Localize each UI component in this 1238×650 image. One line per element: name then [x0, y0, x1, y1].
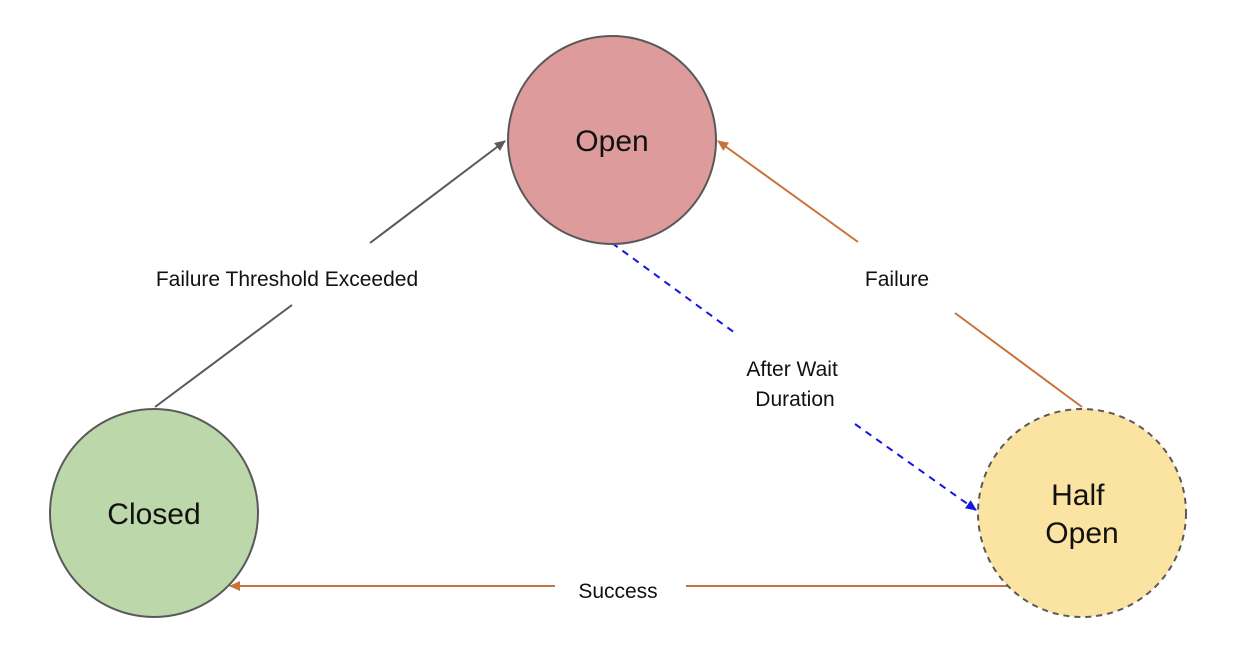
- edge-closed-to-open-line-lower: [154, 304, 293, 408]
- state-closed-label: Closed: [107, 498, 200, 531]
- edge-closed-to-open-line-upper: [369, 140, 506, 244]
- state-open-circle: [507, 35, 717, 245]
- edge-open-to-half-open: [611, 242, 977, 511]
- edge-half-open-to-open-line-lower: [954, 312, 1083, 408]
- label-after-wait-duration-line1: After Wait: [746, 358, 838, 381]
- label-after-wait-duration-line2: Duration: [755, 388, 834, 411]
- state-open-label: Open: [575, 125, 648, 158]
- edge-closed-to-open: [154, 140, 506, 408]
- edge-open-to-half-open-line-lower: [854, 423, 977, 511]
- label-failure-threshold-exceeded: Failure Threshold Exceeded: [156, 268, 418, 291]
- state-half-open: Half Open: [977, 408, 1187, 618]
- state-open: Open: [507, 35, 717, 245]
- state-half-open-label: Half Open: [1045, 479, 1118, 550]
- edge-half-open-to-open: [717, 140, 1083, 408]
- state-half-open-label-line1: Half: [1051, 479, 1105, 512]
- label-success: Success: [578, 580, 657, 603]
- state-closed: Closed: [49, 408, 259, 618]
- edge-half-open-to-open-line-upper: [717, 140, 859, 243]
- state-half-open-circle: [977, 408, 1187, 618]
- state-half-open-label-line2: Open: [1045, 517, 1118, 550]
- state-closed-circle: [49, 408, 259, 618]
- edge-open-to-half-open-line-upper: [611, 242, 736, 334]
- label-failure: Failure: [865, 268, 929, 291]
- label-after-wait-duration: After Wait Duration: [746, 358, 843, 411]
